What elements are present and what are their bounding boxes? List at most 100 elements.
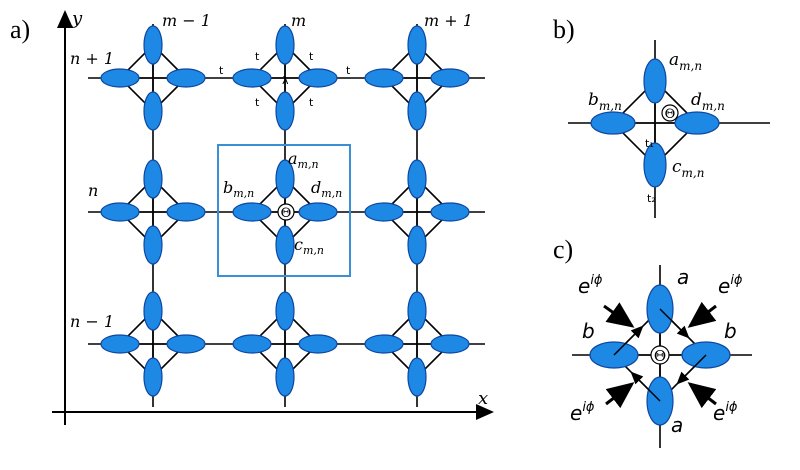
plaquette bbox=[232, 159, 338, 265]
site-ellipse bbox=[590, 111, 636, 135]
b-site-a-label: am,n bbox=[669, 50, 702, 73]
site-ellipse bbox=[298, 68, 338, 88]
hop-lambda-label: λ bbox=[282, 74, 289, 87]
site-ellipse bbox=[143, 291, 163, 331]
plaquette bbox=[100, 25, 206, 131]
hop-t-label: t bbox=[309, 96, 314, 109]
phase-label-bottom-left: eiϕ bbox=[570, 400, 595, 425]
unit-cell-box bbox=[217, 144, 351, 277]
site-ellipse bbox=[364, 334, 404, 354]
c-site-b-left-label: b bbox=[582, 319, 595, 343]
site-c-label: cm,n bbox=[294, 235, 324, 257]
panel-a-label: a) bbox=[10, 15, 30, 44]
c-site-b-right-label: b bbox=[724, 319, 737, 343]
site-ellipse bbox=[407, 357, 427, 397]
plaquette bbox=[364, 291, 470, 397]
site-ellipse bbox=[275, 225, 295, 265]
site-ellipse bbox=[407, 159, 427, 199]
phase-arrow bbox=[603, 302, 635, 328]
site-ellipse bbox=[275, 91, 295, 131]
c-site-a-bottom-label: a bbox=[671, 413, 683, 437]
site-ellipse bbox=[407, 25, 427, 65]
site-ellipse bbox=[407, 91, 427, 131]
site-ellipse bbox=[143, 159, 163, 199]
b-site-d-label: dm,n bbox=[691, 90, 725, 113]
plaquette bbox=[232, 291, 338, 397]
site-ellipse bbox=[143, 225, 163, 265]
row-label-n-plus-1: n + 1 bbox=[70, 49, 114, 68]
y-axis-label: y bbox=[71, 8, 83, 29]
hop-t-label: t bbox=[255, 50, 260, 63]
site-ellipse bbox=[275, 357, 295, 397]
site-ellipse bbox=[643, 142, 667, 188]
site-ellipse bbox=[143, 25, 163, 65]
plaquette bbox=[100, 159, 206, 265]
c-site-a-top-label: a bbox=[677, 265, 689, 289]
phase-arrow bbox=[605, 382, 635, 409]
plaquette bbox=[232, 25, 338, 131]
site-d-label: dm,n bbox=[311, 178, 342, 200]
site-ellipse bbox=[232, 202, 272, 222]
panel-b-cell bbox=[568, 40, 770, 218]
col-label-m-minus-1: m − 1 bbox=[162, 11, 211, 30]
site-ellipse bbox=[298, 334, 338, 354]
theta-circle bbox=[277, 203, 295, 221]
phase-arrow bbox=[687, 301, 717, 328]
site-ellipse bbox=[430, 202, 470, 222]
plaquette bbox=[364, 159, 470, 265]
panel-a: a) y x m − 1 m m + 1 n + 1 n n − 1 t t t… bbox=[10, 8, 494, 425]
col-label-m-plus-1: m + 1 bbox=[424, 11, 473, 30]
phase-label-bottom-right: eiϕ bbox=[713, 400, 738, 425]
b-site-b-label: bm,n bbox=[588, 90, 622, 113]
panel-c: c) eiϕ eiϕ eiϕ eiϕ a a b b Θ bbox=[553, 235, 752, 448]
hop-t-label: t bbox=[219, 64, 224, 77]
site-ellipse bbox=[232, 68, 272, 88]
c-edge-arrow bbox=[613, 325, 644, 356]
site-ellipse bbox=[275, 159, 295, 199]
site-ellipse bbox=[166, 68, 206, 88]
site-ellipse bbox=[364, 202, 404, 222]
c-theta-circle bbox=[650, 345, 670, 365]
site-ellipse bbox=[275, 291, 295, 331]
panel-b-label: b) bbox=[553, 15, 575, 44]
site-ellipse bbox=[100, 68, 140, 88]
site-ellipse bbox=[275, 25, 295, 65]
c-theta-label: Θ bbox=[654, 347, 666, 365]
site-ellipse bbox=[143, 91, 163, 131]
c-edge-arrow bbox=[676, 354, 707, 385]
site-ellipse bbox=[232, 334, 272, 354]
site-ellipse bbox=[430, 334, 470, 354]
c-edge-arrow bbox=[659, 308, 690, 339]
site-ellipse bbox=[364, 68, 404, 88]
x-axis-label: x bbox=[478, 388, 488, 409]
site-ellipse bbox=[298, 202, 338, 222]
phase-label-top-left: eiϕ bbox=[578, 273, 603, 298]
site-ellipse bbox=[407, 291, 427, 331]
row-label-n-minus-1: n − 1 bbox=[70, 312, 114, 331]
b-theta-circle bbox=[661, 104, 679, 122]
site-ellipse bbox=[166, 334, 206, 354]
theta-label: Θ bbox=[281, 206, 292, 221]
lattice bbox=[88, 24, 485, 407]
phase-arrow bbox=[687, 382, 717, 409]
hop-t-label: t bbox=[309, 50, 314, 63]
site-ellipse bbox=[643, 58, 667, 104]
hop-t-label: t bbox=[346, 64, 351, 77]
b-t1-label: t₁ bbox=[645, 137, 654, 150]
site-ellipse bbox=[166, 202, 206, 222]
plaquette bbox=[100, 291, 206, 397]
panel-b: b) am,n bm,n dm,n cm,n Θ t₁ t₂ bbox=[553, 15, 770, 218]
plaquette bbox=[364, 25, 470, 131]
c-edge-arrow bbox=[630, 371, 661, 402]
site-ellipse bbox=[100, 334, 140, 354]
phase-label-top-right: eiϕ bbox=[718, 273, 743, 298]
b-t2-label: t₂ bbox=[647, 192, 656, 205]
plaquette bbox=[590, 58, 720, 188]
panel-c-label: c) bbox=[553, 235, 573, 264]
b-site-c-label: cm,n bbox=[672, 157, 704, 180]
site-ellipse bbox=[143, 357, 163, 397]
col-label-m: m bbox=[291, 11, 306, 30]
row-label-n: n bbox=[88, 181, 98, 200]
b-theta-label: Θ bbox=[665, 107, 676, 122]
